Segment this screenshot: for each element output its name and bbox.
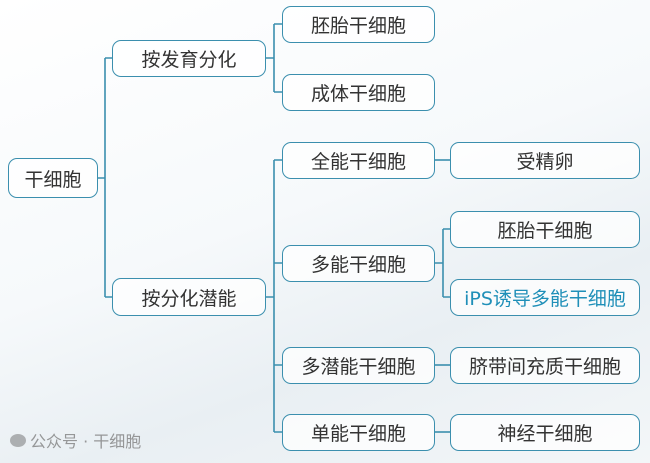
node-unipotent: 单能干细胞 [282,414,435,451]
example-ips-cell: iPS诱导多能干细胞 [450,279,640,316]
wechat-icon [10,433,26,447]
connector-potency [266,159,282,433]
connector-development [266,23,282,93]
example-zygote: 受精卵 [450,142,640,179]
node-totipotent: 全能干细胞 [282,142,435,179]
example-embryonic-stem-cell: 胚胎干细胞 [450,211,640,248]
root-node: 干细胞 [8,158,98,198]
node-pluripotent: 多能干细胞 [282,245,435,282]
example-umbilical-msc: 脐带间充质干细胞 [450,347,640,384]
node-adult-stem-cell: 成体干细胞 [282,74,435,111]
example-neural-stem-cell: 神经干细胞 [450,414,640,451]
watermark-text: 公众号 · 干细胞 [30,432,142,451]
node-embryonic-stem-cell: 胚胎干细胞 [282,6,435,43]
connector-pluripotent [435,228,450,298]
branch-by-potency: 按分化潜能 [112,278,266,316]
node-multipotent: 多潜能干细胞 [282,347,435,384]
branch-by-development: 按发育分化 [112,40,266,77]
connector-root [98,57,112,298]
watermark: 公众号 · 干细胞 [10,428,141,452]
